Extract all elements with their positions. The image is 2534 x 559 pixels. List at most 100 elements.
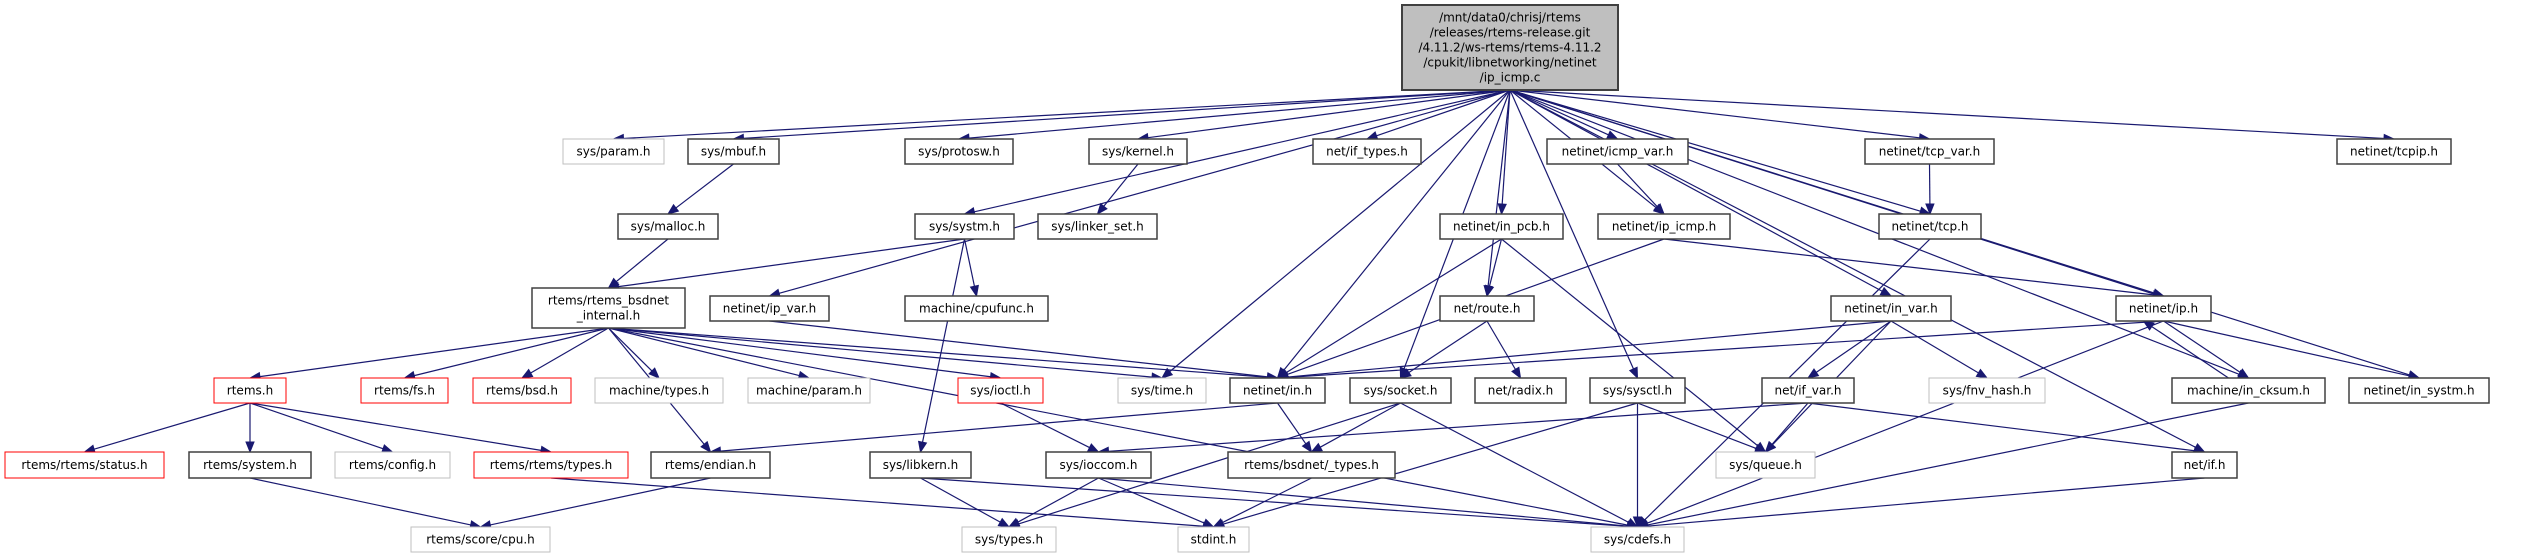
node-if_types[interactable]: net/if_types.h [1312,138,1422,165]
node-protosw[interactable]: sys/protosw.h [904,138,1014,165]
node-label: sys/ioctl.h [970,384,1030,398]
edge-rtypes-stdint [550,477,1215,531]
node-label: rtems/system.h [203,458,297,472]
node-cdefs[interactable]: sys/cdefs.h [1590,526,1685,553]
node-in_var[interactable]: netinet/in_var.h [1830,295,1952,322]
node-label: sys/queue.h [1729,458,1802,472]
node-if[interactable]: net/if.h [2171,451,2238,479]
edge-if-cdefs [1636,477,2205,531]
edge-root-ip_var [768,89,1511,298]
edge-bsdnet-ioctl [608,327,1002,382]
edge-tcp_var-tcp [1925,163,1935,216]
node-label: rtems/config.h [349,458,436,472]
edge-systm-cpufunc [963,238,979,298]
node-radix[interactable]: net/radix.h [1474,377,1567,404]
node-config[interactable]: rtems/config.h [334,451,451,479]
edge-if_var-if [1807,402,2206,456]
node-bsd[interactable]: rtems/bsd.h [472,377,572,404]
node-label: sys/cdefs.h [1604,533,1671,547]
node-label: stdint.h [1191,533,1237,547]
node-ip[interactable]: netinet/ip.h [2115,295,2212,322]
node-malloc[interactable]: sys/malloc.h [617,213,719,240]
node-ioctl[interactable]: sys/ioctl.h [957,377,1044,404]
node-label: sys/mbuf.h [701,145,766,159]
node-label: rtems/rtems/status.h [21,458,147,472]
edge-route-socket [1399,320,1488,379]
node-label: net/if.h [2184,458,2226,472]
edge-root-systm [963,89,1511,217]
node-label: netinet/tcpip.h [2350,145,2438,159]
node-if_var[interactable]: net/if_var.h [1761,377,1855,404]
node-status[interactable]: rtems/rtems/status.h [4,451,165,479]
node-label: net/radix.h [1488,384,1554,398]
node-in[interactable]: netinet/in.h [1229,377,1326,404]
node-label: netinet/in_var.h [1844,302,1937,316]
node-bsdnet[interactable]: rtems/rtems_bsdnet_internal.h [531,287,686,329]
edge-rtems-config [249,402,394,454]
edge-root-sysctl [1509,89,1639,380]
node-label: netinet/ip.h [2129,302,2198,316]
edge-in_cksum-ip [2142,320,2229,379]
arrowhead-icon [700,440,712,454]
node-cpu[interactable]: rtems/score/cpu.h [410,526,551,553]
node-ip_icmp[interactable]: netinet/ip_icmp.h [1597,213,1731,240]
node-cpufunc[interactable]: machine/cpufunc.h [904,295,1049,322]
node-root[interactable]: /mnt/data0/chrisj/rtems/releases/rtems-r… [1401,4,1619,91]
node-queue[interactable]: sys/queue.h [1715,451,1816,479]
node-mbuf[interactable]: sys/mbuf.h [687,138,780,165]
node-label: machine/types.h [609,384,709,398]
edge-socket-cdefs [1400,402,1639,528]
node-stdint[interactable]: stdint.h [1177,526,1250,553]
node-endian[interactable]: rtems/endian.h [650,451,771,479]
edge-route-radix [1486,320,1522,380]
node-kernel[interactable]: sys/kernel.h [1088,138,1188,165]
edge-systm-bsdnet [607,238,965,292]
edge-bsdnet-in [608,327,1279,382]
node-in_systm[interactable]: netinet/in_systm.h [2348,377,2490,404]
edge-rtems-system [245,403,255,454]
node-route[interactable]: net/route.h [1439,295,1535,322]
arrowhead-icon [1605,130,1619,140]
node-system[interactable]: rtems/system.h [188,451,312,479]
edge-ioctl-ioccom [1000,402,1100,453]
node-label: netinet/icmp_var.h [1562,145,1674,159]
node-mparam[interactable]: machine/param.h [747,377,871,404]
edge-bsdnet-cdefs [608,327,1639,530]
node-rtypes[interactable]: rtems/rtems/types.h [473,451,629,479]
node-types[interactable]: sys/types.h [961,526,1057,553]
node-linker_set[interactable]: sys/linker_set.h [1037,213,1158,240]
node-param[interactable]: sys/param.h [562,138,665,165]
node-ioccom[interactable]: sys/ioccom.h [1045,451,1152,479]
node-label: rtems/fs.h [374,384,435,398]
node-label: machine/in_cksum.h [2187,384,2310,398]
node-libkern[interactable]: sys/libkern.h [869,451,972,479]
node-tcp_var[interactable]: netinet/tcp_var.h [1864,138,1995,165]
node-tcp[interactable]: netinet/tcp.h [1878,213,1982,240]
node-fnv[interactable]: sys/fnv_hash.h [1928,377,2046,404]
node-label: net/if_var.h [1774,384,1841,398]
node-systm[interactable]: sys/systm.h [914,213,1015,240]
node-label: sys/sysctl.h [1603,384,1672,398]
node-ip_var[interactable]: netinet/ip_var.h [709,295,830,322]
node-fs[interactable]: rtems/fs.h [360,377,449,404]
node-icmp_var[interactable]: netinet/icmp_var.h [1546,138,1689,165]
node-mtypes[interactable]: machine/types.h [594,377,724,404]
node-label: rtems/endian.h [665,458,756,472]
node-sysctl[interactable]: sys/sysctl.h [1589,377,1686,404]
edge-root-tcp_var [1509,89,1931,143]
edge-libkern-types [920,477,1011,528]
node-in_pcb[interactable]: netinet/in_pcb.h [1439,213,1564,240]
edge-endian-cpu [479,477,711,530]
node-socket[interactable]: sys/socket.h [1349,377,1452,404]
node-time[interactable]: sys/time.h [1117,377,1207,404]
node-rtems[interactable]: rtems.h [213,377,287,404]
node-label: net/if_types.h [1326,145,1408,159]
node-bsdtypes[interactable]: rtems/bsdnet/_types.h [1227,451,1396,479]
node-in_cksum[interactable]: machine/in_cksum.h [2171,377,2326,404]
node-label: rtems/bsd.h [486,384,558,398]
node-tcpip[interactable]: netinet/tcpip.h [2336,138,2452,165]
node-label: rtems/score/cpu.h [426,533,535,547]
node-label: _internal.h [576,309,640,323]
edge-in_var-fnv [1890,320,1989,379]
